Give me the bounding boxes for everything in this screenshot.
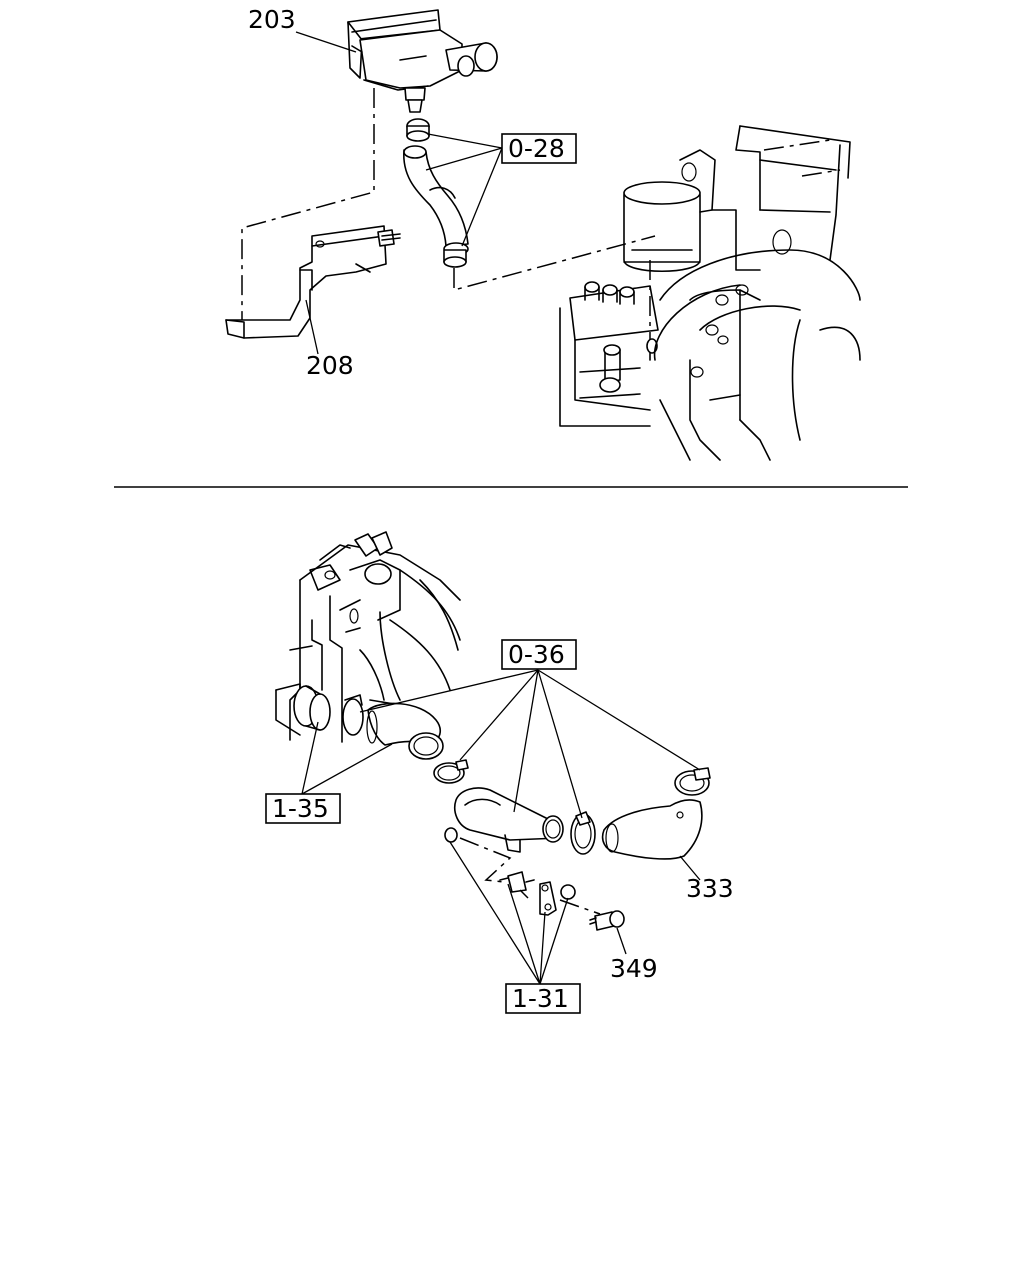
leader-203 [295,31,357,53]
intake-hose-upper [342,694,444,760]
flywheel-housing [275,531,461,743]
ref-box-1-35: 1-35 [265,793,341,824]
ref-label-1-35: 1-35 [272,794,329,823]
callout-333: 333 [686,874,734,903]
leader-208 [305,299,319,355]
ref-label-1-31: 1-31 [512,984,569,1013]
callout-208: 208 [306,351,354,380]
leader-333 [679,855,701,881]
guide-line [459,837,512,883]
leader-1-35 [301,721,393,795]
component-203-housing [347,9,498,113]
bracket-208 [225,225,401,339]
hose-clamp [433,759,469,784]
ref-box-1-31: 1-31 [505,983,581,1014]
callout-203: 203 [248,5,296,34]
guide-line [241,88,375,328]
leader-349 [616,927,627,955]
ref-box-0-28: 0-28 [501,133,577,164]
guide-line [519,889,529,899]
top-illustration [225,9,861,461]
ref-label-0-36: 0-36 [508,640,565,669]
guide-line [453,235,656,291]
callout-349: 349 [610,954,658,983]
hose-333 [601,767,711,860]
bottom-illustration [275,531,711,985]
engine-block-top [559,125,861,461]
intake-pipe-middle [444,787,564,853]
leader-1-31 [449,841,569,985]
bracket-parts [499,871,625,931]
ref-label-0-28: 0-28 [508,134,565,163]
leader-0-28 [425,133,503,247]
leader-0-36 [359,669,701,819]
ref-box-0-36: 0-36 [501,639,577,670]
hose-clamp [570,811,596,855]
hose-0-28-assembly [403,118,469,268]
